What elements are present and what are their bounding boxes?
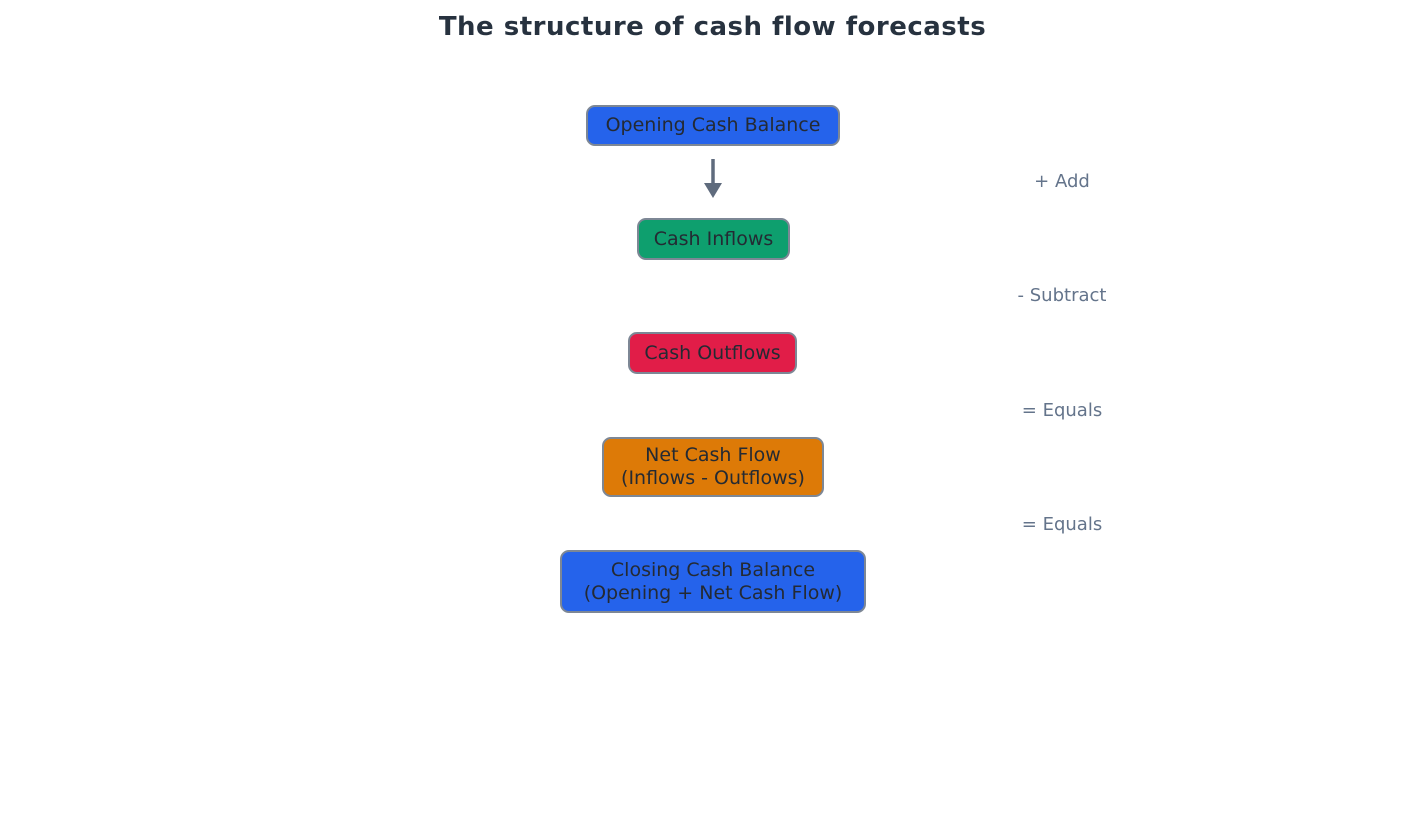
operator-label-subtract: - Subtract (1017, 285, 1107, 306)
node-label: Cash Outflows (644, 341, 781, 364)
node-label: Cash Inflows (653, 227, 774, 250)
node-net-cash-flow: Net Cash Flow (Inflows - Outflows) (602, 437, 824, 497)
node-opening-cash-balance: Opening Cash Balance (586, 105, 840, 146)
node-sublabel: (Opening + Net Cash Flow) (583, 581, 843, 604)
node-label: Opening Cash Balance (605, 114, 821, 136)
node-cash-outflows: Cash Outflows (628, 332, 797, 374)
node-label: Closing Cash Balance (610, 558, 816, 581)
down-arrow-icon (704, 159, 722, 198)
operator-label-equals-1: = Equals (1021, 400, 1103, 421)
node-sublabel: (Inflows - Outflows) (621, 467, 805, 489)
node-closing-cash-balance: Closing Cash Balance (Opening + Net Cash… (560, 550, 866, 613)
operator-label-equals-2: = Equals (1021, 514, 1103, 535)
page-title: The structure of cash flow forecasts (438, 12, 987, 42)
node-cash-inflows: Cash Inflows (637, 218, 790, 260)
operator-label-add: + Add (1034, 171, 1090, 192)
node-label: Net Cash Flow (645, 444, 781, 466)
